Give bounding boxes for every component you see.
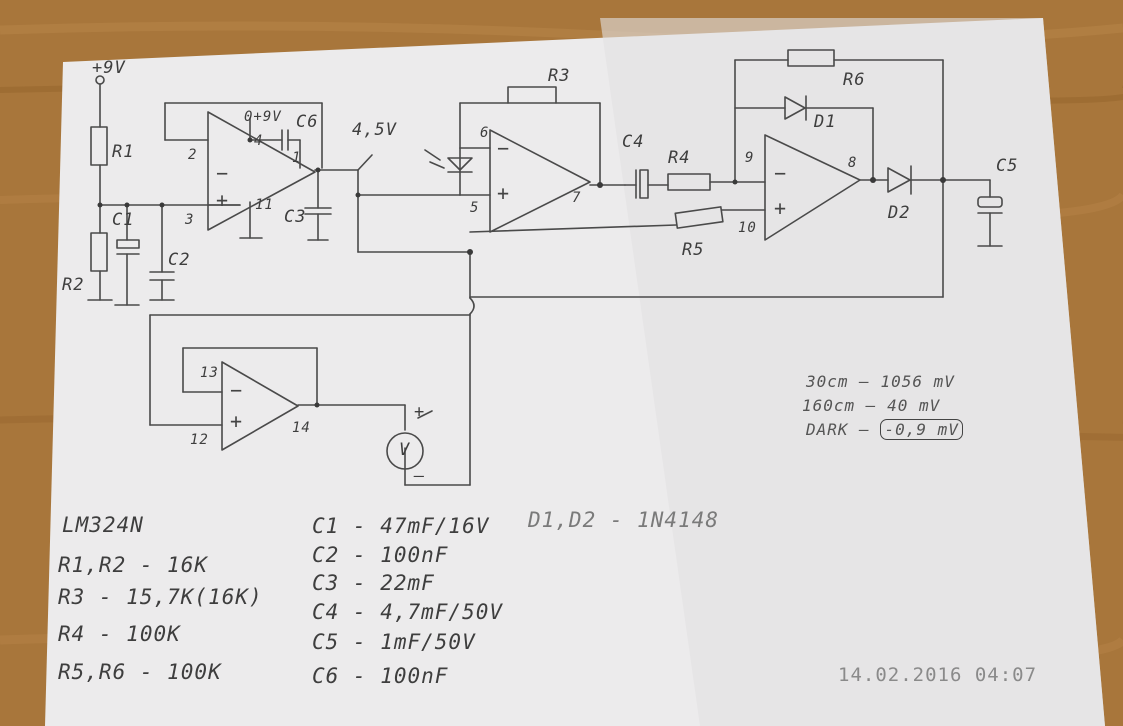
r4-label: R4 <box>668 148 691 168</box>
circuit-schematic <box>87 49 1003 486</box>
svg-text:+: + <box>216 188 228 212</box>
opamp-photodiode-amp <box>489 129 591 233</box>
diode-d1 <box>784 96 806 120</box>
capacitor-line-6: C6 - 100nF <box>312 664 449 688</box>
supply-pin-label: 0+9V <box>244 109 282 125</box>
svg-text:−: − <box>774 161 786 185</box>
svg-text:−: − <box>216 161 228 185</box>
resistor-r6 <box>787 49 835 67</box>
capacitor-line-2: C2 - 100nF <box>312 543 449 567</box>
measurement-row: DARK — -0,9 mV <box>806 419 963 440</box>
capacitor-line-5: C5 - 1mF/50V <box>312 630 476 654</box>
measurement-label: DARK <box>806 420 849 439</box>
pin-4-label: 4 <box>254 133 264 149</box>
r6-label: R6 <box>843 70 866 90</box>
capacitor-line-4: C4 - 4,7mF/50V <box>312 600 504 624</box>
d1-label: D1 <box>814 112 837 132</box>
svg-text:+: + <box>774 196 786 220</box>
measurement-row: 30cm — 1056 mV <box>806 372 955 391</box>
voltmeter-label: V <box>399 440 411 460</box>
c2-label: C2 <box>168 250 191 270</box>
resistor-line-1: R1,R2 - 16K <box>58 553 209 577</box>
pin-7-label: 7 <box>572 190 582 206</box>
chip-label: LM324N <box>62 513 144 537</box>
capacitor-line-1: C1 - 47mF/16V <box>312 514 490 538</box>
diode-line: D1,D2 - 1N4148 <box>528 508 720 532</box>
photo-timestamp: 14.02.2016 04:07 <box>838 664 1038 686</box>
measurement-label: 160cm <box>802 396 856 415</box>
svg-text:+: + <box>497 181 509 205</box>
pin-6-label: 6 <box>480 125 490 141</box>
c5-label: C5 <box>996 156 1019 176</box>
resistor-line-2: R3 - 15,7K(16K) <box>58 585 263 609</box>
opamp-buffer <box>207 111 316 231</box>
resistor-r1 <box>90 126 108 166</box>
pin-5-label: 5 <box>470 200 480 216</box>
c4-label: C4 <box>622 132 645 152</box>
opamp-signs: − + − + − + − + <box>216 136 786 433</box>
measurement-value: 40 mV <box>887 396 941 415</box>
resistor-r2 <box>90 232 108 272</box>
pin-12-label: 12 <box>190 432 209 448</box>
pin-10-label: 10 <box>738 220 757 236</box>
c3-label: C3 <box>284 207 307 227</box>
resistor-r5 <box>674 206 724 229</box>
r1-label: R1 <box>112 142 135 162</box>
resistor-r3 <box>507 86 557 104</box>
r3-label: R3 <box>548 66 571 86</box>
diode-d2 <box>887 167 911 193</box>
pin-13-label: 13 <box>200 365 219 381</box>
measurement-value-highlighted: -0,9 mV <box>880 419 963 440</box>
voltmeter-minus: — <box>414 466 426 486</box>
capacitor-c5 <box>977 196 1003 208</box>
photodiode <box>447 157 473 171</box>
c1-label: C1 <box>112 210 135 230</box>
svg-text:+: + <box>230 409 242 433</box>
voltmeter-symbol <box>386 432 424 470</box>
junction-dots <box>97 137 946 408</box>
measurement-label: 30cm <box>806 372 849 391</box>
opamp-output-buffer <box>221 361 299 451</box>
mid-voltage-label: 4,5V <box>352 120 397 140</box>
svg-text:−: − <box>230 378 242 402</box>
pin-8-label: 8 <box>848 155 858 171</box>
r5-label: R5 <box>682 240 705 260</box>
pin-3-label: 3 <box>185 212 195 228</box>
pin-9-label: 9 <box>745 150 755 166</box>
measurement-row: 160cm — 40 mV <box>802 396 941 415</box>
opamp-rectifier <box>764 134 861 241</box>
c6-label: C6 <box>296 112 319 132</box>
capacitor-line-3: C3 - 22mF <box>312 571 435 595</box>
measurement-value: 1056 mV <box>880 372 955 391</box>
pin-11-label: 11 <box>255 197 274 213</box>
supply-voltage-label: +9V <box>92 58 126 78</box>
capacitor-c4 <box>639 169 649 199</box>
resistor-line-4: R5,R6 - 100K <box>58 660 222 684</box>
voltmeter-plus: + <box>414 402 426 422</box>
capacitor-c1 <box>116 239 140 249</box>
d2-label: D2 <box>888 203 911 223</box>
pin-14-label: 14 <box>292 420 311 436</box>
svg-text:−: − <box>497 136 509 160</box>
pin-2-label: 2 <box>188 147 198 163</box>
r2-label: R2 <box>62 275 85 295</box>
pin-1-label: 1 <box>292 150 302 166</box>
resistor-line-3: R4 - 100K <box>58 622 181 646</box>
